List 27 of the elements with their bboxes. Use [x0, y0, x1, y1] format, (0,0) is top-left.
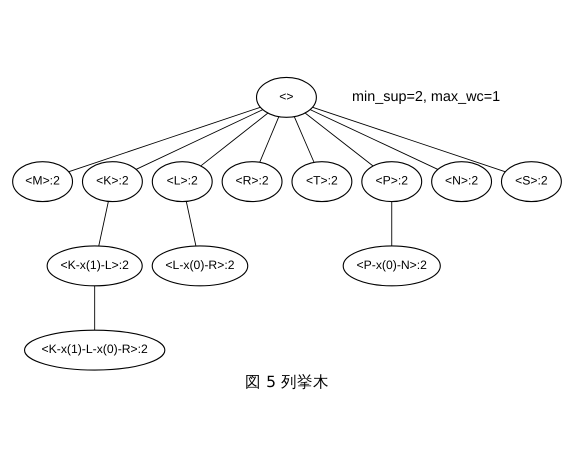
- connector: [294, 116, 315, 163]
- connector: [312, 106, 506, 172]
- connector: [186, 201, 196, 246]
- connector: [94, 286, 96, 331]
- connector: [259, 116, 280, 163]
- node-ellipse: <T>:2: [291, 161, 352, 202]
- connector: [136, 109, 264, 170]
- node-ellipse: <K-x(1)-L-x(0)-R>:2: [24, 330, 166, 371]
- connector: [310, 109, 438, 170]
- node-ellipse: <N>:2: [431, 161, 492, 202]
- node-ellipse: <R>:2: [222, 161, 283, 202]
- node-ellipse: <>: [256, 76, 317, 118]
- connector: [68, 106, 261, 172]
- node-ellipse: <P-x(0)-N>:2: [342, 245, 441, 286]
- connector: [391, 201, 392, 246]
- node-ellipse: <P>:2: [361, 161, 422, 202]
- node-ellipse: <M>:2: [12, 161, 74, 202]
- label: min_sup=2, max_wc=1: [352, 89, 500, 106]
- connector: [304, 112, 374, 166]
- connector: [200, 112, 268, 166]
- node-ellipse: <K>:2: [82, 161, 143, 202]
- node-ellipse: <S>:2: [500, 161, 562, 202]
- node-ellipse: <K-x(1)-L>:2: [46, 245, 143, 286]
- caption: 図 5 列挙木: [245, 372, 329, 391]
- node-ellipse: <L>:2: [152, 161, 213, 202]
- connector: [98, 201, 109, 246]
- node-ellipse: <L-x(0)-R>:2: [152, 245, 248, 286]
